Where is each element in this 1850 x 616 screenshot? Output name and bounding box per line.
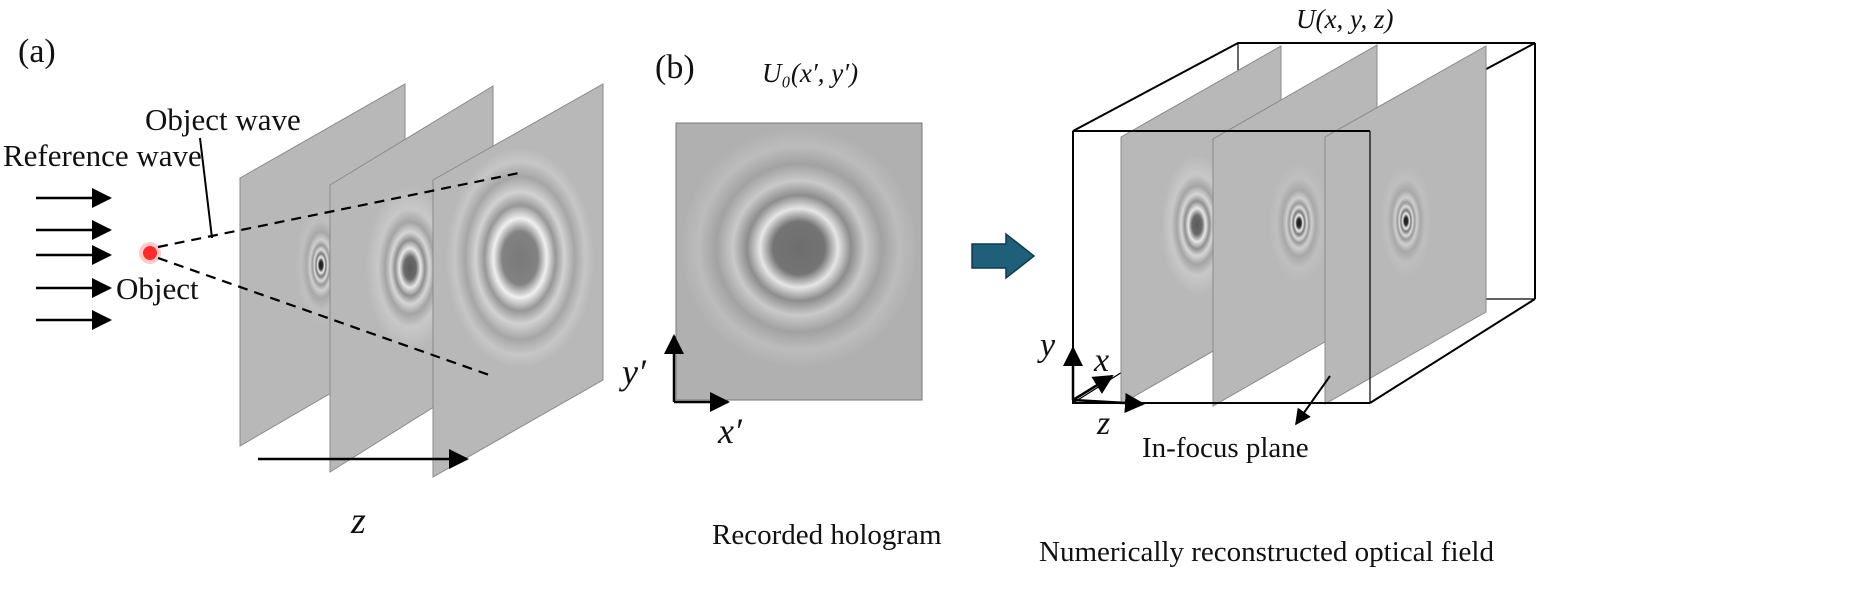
hologram-field-label: U₀(x′, y′) (762, 58, 858, 88)
volume-z-label: z (1096, 405, 1110, 442)
hologram-y-label: y′ (619, 352, 647, 392)
object-wave-cone-lower (157, 256, 493, 378)
reconstruction-caption: Numerically reconstructed optical field (1039, 536, 1494, 568)
z-axis-label: z (350, 500, 366, 542)
object-wave-leader (199, 137, 213, 239)
in-focus-label: In-focus plane (1142, 432, 1309, 464)
volume-x-axis (1072, 374, 1114, 402)
process-arrow (971, 232, 1036, 280)
plate-2-pattern (366, 186, 454, 350)
volume-x-label: x (1093, 342, 1109, 379)
hologram-x-label: x′ (717, 411, 743, 451)
object-wave-label: Object wave (145, 102, 301, 137)
in-focus-pointer (1295, 375, 1331, 426)
hologram-caption: Recorded hologram (712, 519, 942, 551)
plate-3-pattern (446, 148, 594, 368)
volume-y-label: y (1037, 327, 1056, 364)
volume-z-axis (1072, 392, 1145, 413)
hologram-pattern (681, 128, 917, 368)
object-point (143, 246, 157, 260)
slice-2-pattern (1269, 163, 1329, 283)
slice-3-pattern (1380, 165, 1432, 277)
volume-field-label: U(x, y, z) (1296, 4, 1393, 34)
reconstructed-slice-3 (1324, 45, 1487, 405)
object-label: Object (116, 271, 199, 306)
object-point-glow (139, 242, 161, 264)
reference-wave-arrows (36, 188, 112, 330)
panel-a-label: (a) (18, 33, 56, 70)
object-wave-cone-upper (157, 170, 525, 249)
hologram-image (675, 122, 923, 401)
panel-b-label: (b) (655, 49, 695, 86)
reference-wave-label: Reference wave (3, 138, 202, 173)
